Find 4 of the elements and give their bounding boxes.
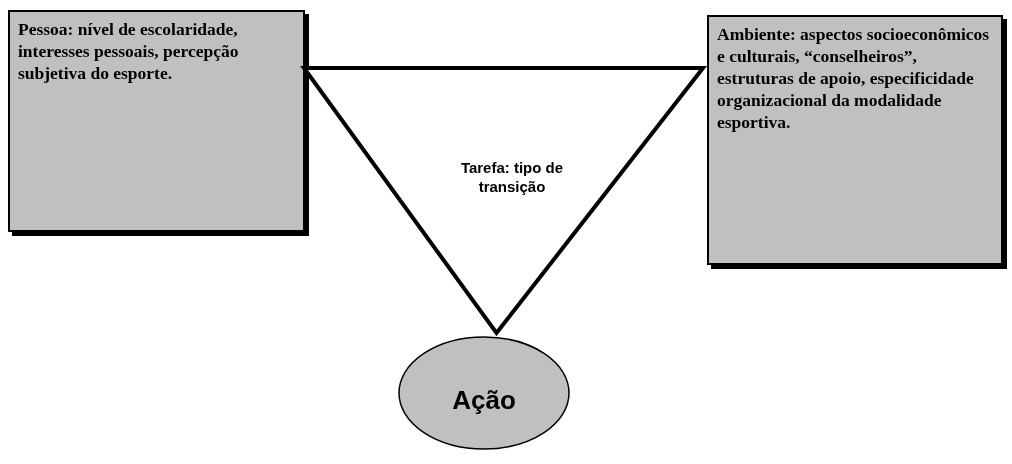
box-text: Ambiente: aspectos socioeconômicos e culturais, “conselheiros”, estruturas de apoio, especificidade organizacional da modalidade esportiva. — [717, 24, 990, 132]
ellipse-label: Ação — [452, 385, 516, 416]
triangle-label: Tarefa: tipo de transição — [459, 158, 565, 196]
box-text: Pessoa: nível de escolaridade, interesses pessoais, percepção subjetiva do esporte. — [18, 19, 239, 83]
